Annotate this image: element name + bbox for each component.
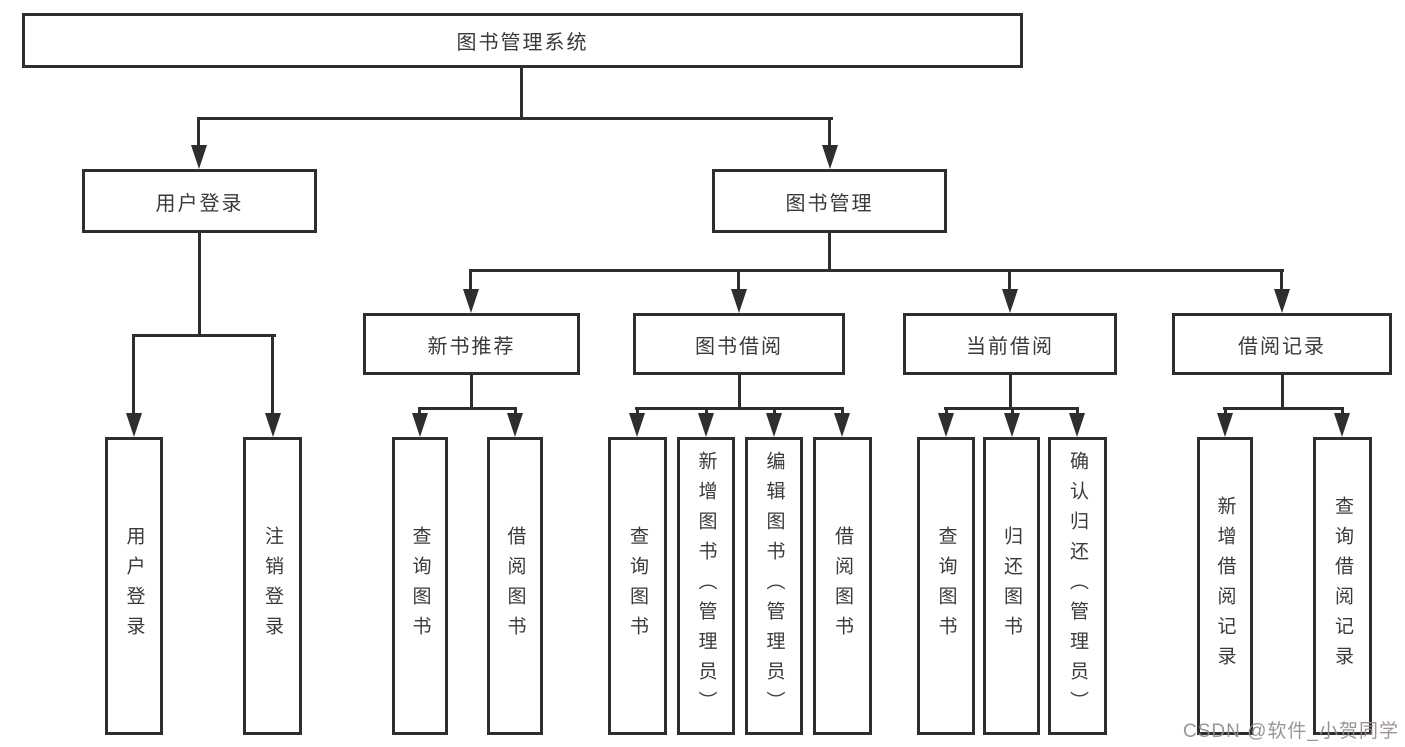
leaf-user-login-label: 用户登录 bbox=[123, 526, 145, 646]
arrowhead-down-icon bbox=[126, 413, 142, 437]
arrowhead-down-icon bbox=[1004, 413, 1020, 437]
connector-cb-drop-2 bbox=[1011, 407, 1014, 416]
leaf-logout-label: 注销登录 bbox=[262, 526, 283, 646]
connector-br-drop-2 bbox=[1341, 407, 1344, 416]
arrowhead-down-icon bbox=[698, 413, 714, 437]
connector-bookmgmt-drop-2 bbox=[737, 269, 740, 291]
leaf-nb-query-books-label: 查询图书 bbox=[409, 526, 431, 646]
csdn-watermark: CSDN @软件_小贺同学 bbox=[1183, 721, 1399, 742]
connector-cb-stem bbox=[1009, 375, 1012, 409]
connector-bb-drop-3 bbox=[773, 407, 776, 416]
connector-userlogin-rail bbox=[132, 334, 276, 337]
arrowhead-down-icon bbox=[463, 289, 479, 313]
arrowhead-down-icon bbox=[1069, 413, 1085, 437]
arrowhead-down-icon bbox=[507, 413, 523, 437]
leaf-nb-query-books: 查询图书 bbox=[392, 437, 448, 735]
connector-root-drop-right bbox=[828, 117, 831, 147]
leaf-cb-return-books: 归还图书 bbox=[983, 437, 1040, 735]
connector-userlogin-drop-2 bbox=[271, 334, 274, 415]
arrowhead-down-icon bbox=[1217, 413, 1233, 437]
connector-br-drop-1 bbox=[1224, 407, 1227, 416]
arrowhead-down-icon bbox=[834, 413, 850, 437]
leaf-bb-add-books-admin-label: 新增图书（管理员） bbox=[695, 451, 717, 721]
connector-bookmgmt-drop-3 bbox=[1008, 269, 1011, 291]
node-current-borrow: 当前借阅 bbox=[903, 313, 1117, 375]
connector-bb-drop-2 bbox=[705, 407, 708, 416]
leaf-br-query-record-label: 查询借阅记录 bbox=[1332, 496, 1353, 676]
leaf-bb-edit-books-admin: 编辑图书（管理员） bbox=[745, 437, 803, 735]
node-book-management-label: 图书管理 bbox=[785, 192, 874, 215]
connector-bookmgmt-drop-4 bbox=[1280, 269, 1283, 291]
connector-bb-stem bbox=[738, 375, 741, 409]
arrowhead-down-icon bbox=[1334, 413, 1350, 437]
leaf-cb-query-books: 查询图书 bbox=[917, 437, 975, 735]
connector-bookmgmt-drop-1 bbox=[469, 269, 472, 291]
leaf-bb-borrow-books-label: 借阅图书 bbox=[832, 526, 853, 646]
connector-root-rail bbox=[197, 117, 833, 120]
connector-cb-drop-3 bbox=[1076, 407, 1079, 416]
node-book-borrow: 图书借阅 bbox=[633, 313, 845, 375]
connector-br-stem bbox=[1281, 375, 1284, 409]
leaf-cb-confirm-return-admin: 确认归还（管理员） bbox=[1048, 437, 1107, 735]
connector-bb-drop-1 bbox=[636, 407, 639, 416]
arrowhead-down-icon bbox=[265, 413, 281, 437]
leaf-nb-borrow-books: 借阅图书 bbox=[487, 437, 543, 735]
arrowhead-down-icon bbox=[731, 289, 747, 313]
connector-bb-rail bbox=[635, 407, 844, 410]
connector-userlogin-stem bbox=[198, 233, 201, 335]
arrowhead-down-icon bbox=[766, 413, 782, 437]
leaf-bb-borrow-books: 借阅图书 bbox=[813, 437, 872, 735]
leaf-logout: 注销登录 bbox=[243, 437, 302, 735]
node-new-book-recommend-label: 新书推荐 bbox=[427, 335, 516, 358]
connector-userlogin-drop-1 bbox=[132, 334, 135, 415]
leaf-bb-query-books-label: 查询图书 bbox=[627, 526, 648, 646]
leaf-br-query-record: 查询借阅记录 bbox=[1313, 437, 1372, 735]
leaf-cb-confirm-return-admin-label: 确认归还（管理员） bbox=[1067, 451, 1088, 721]
node-new-book-recommend: 新书推荐 bbox=[363, 313, 580, 375]
node-user-login-label: 用户登录 bbox=[155, 192, 244, 215]
leaf-bb-query-books: 查询图书 bbox=[608, 437, 667, 735]
node-borrow-records-label: 借阅记录 bbox=[1238, 335, 1326, 358]
connector-bookmgmt-rail bbox=[470, 269, 1284, 272]
connector-root-drop-left bbox=[197, 117, 200, 147]
node-root: 图书管理系统 bbox=[22, 13, 1023, 68]
arrowhead-down-icon bbox=[938, 413, 954, 437]
leaf-user-login: 用户登录 bbox=[105, 437, 163, 735]
arrowhead-down-icon bbox=[1002, 289, 1018, 313]
leaf-bb-edit-books-admin-label: 编辑图书（管理员） bbox=[763, 451, 785, 721]
node-user-login: 用户登录 bbox=[82, 169, 317, 233]
arrowhead-down-icon bbox=[1274, 289, 1290, 313]
arrowhead-down-icon bbox=[191, 145, 207, 169]
connector-nbr-drop-1 bbox=[418, 407, 421, 416]
connector-br-rail bbox=[1223, 407, 1343, 410]
connector-nbr-drop-2 bbox=[514, 407, 517, 416]
leaf-br-add-record-label: 新增借阅记录 bbox=[1214, 496, 1236, 676]
node-borrow-records: 借阅记录 bbox=[1172, 313, 1392, 375]
leaf-bb-add-books-admin: 新增图书（管理员） bbox=[677, 437, 735, 735]
arrowhead-down-icon bbox=[629, 413, 645, 437]
arrowhead-down-icon bbox=[412, 413, 428, 437]
node-book-management: 图书管理 bbox=[712, 169, 947, 233]
connector-bb-drop-4 bbox=[841, 407, 844, 416]
connector-nbr-stem bbox=[470, 375, 473, 409]
leaf-cb-return-books-label: 归还图书 bbox=[1001, 526, 1022, 646]
arrowhead-down-icon bbox=[822, 145, 838, 169]
node-book-borrow-label: 图书借阅 bbox=[695, 335, 783, 358]
node-current-borrow-label: 当前借阅 bbox=[966, 335, 1054, 358]
connector-cb-drop-1 bbox=[945, 407, 948, 416]
node-root-label: 图书管理系统 bbox=[456, 32, 589, 54]
connector-bookmgmt-stem bbox=[828, 233, 831, 272]
leaf-br-add-record: 新增借阅记录 bbox=[1197, 437, 1253, 735]
connector-nbr-rail bbox=[418, 407, 517, 410]
connector-root-stem bbox=[520, 68, 523, 118]
leaf-cb-query-books-label: 查询图书 bbox=[935, 526, 957, 646]
leaf-nb-borrow-books-label: 借阅图书 bbox=[504, 526, 526, 646]
